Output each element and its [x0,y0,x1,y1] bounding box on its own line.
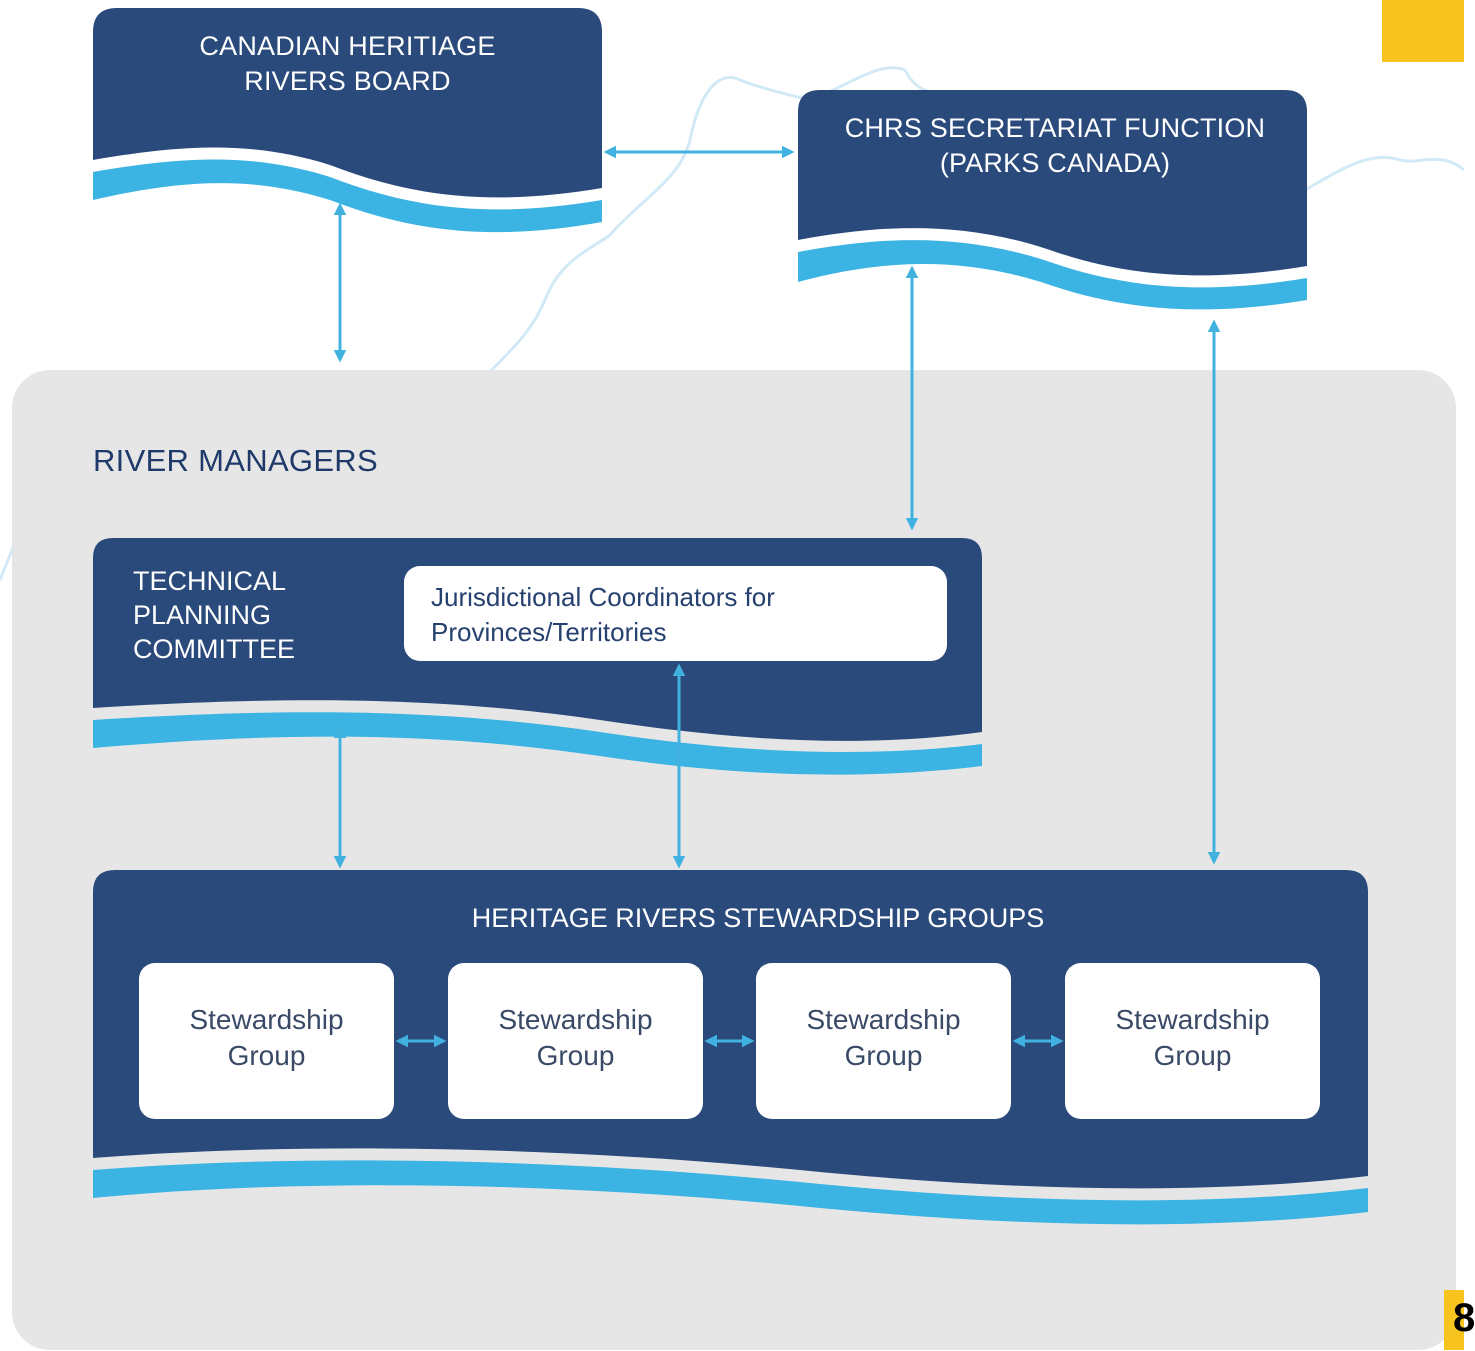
technical-committee-title: TECHNICAL PLANNING COMMITTEE [133,564,373,666]
secretariat-shape [798,90,1307,310]
stewardship-groups-title: HERITAGE RIVERS STEWARDSHIP GROUPS [471,903,1045,933]
stewardship-group-box: Stewardship Group [139,963,394,1119]
map-line-2 [488,233,611,374]
secretariat-title: CHRS SECRETARIAT FUNCTION (PARKS CANADA) [798,111,1312,181]
stewardship-group-line-1: Stewardship [498,1004,653,1035]
stewardship-group-line-2: Group [227,1040,306,1071]
board-wave [93,159,602,233]
stewardship-group-line-2: Group [536,1040,615,1071]
technical-committee-title-line-1: TECHNICAL [133,566,287,596]
board-shape [93,8,602,233]
board-title-line-1: CANADIAN HERITIAGE [199,31,496,61]
stewardship-box [93,870,1368,1189]
technical-committee-title-line-3: COMMITTEE [133,634,295,664]
stewardship-group-line-2: Group [844,1040,923,1071]
board-title-line-2: RIVERS BOARD [244,66,451,96]
secretariat-title-line-2: (PARKS CANADA) [939,148,1171,178]
map-line-3 [1304,155,1465,192]
page-number-tab [1444,1290,1464,1350]
jurisdictional-coordinators-box: Jurisdictional Coordinators for Province… [404,566,947,661]
stewardship-group-box: Stewardship Group [756,963,1011,1119]
technical-committee-title-line-2: PLANNING [133,600,272,630]
stewardship-group-line-2: Group [1153,1040,1232,1071]
stewardship-group-line-1: Stewardship [1115,1004,1270,1035]
board-title: CANADIAN HERITIAGE RIVERS BOARD [93,29,602,99]
page-number: 8 [1453,1296,1475,1340]
stewardship-wave [93,1160,1368,1225]
secretariat-title-line-1: CHRS SECRETARIAT FUNCTION [844,113,1266,143]
secretariat-box [798,90,1307,276]
corner-accent-tab [1382,0,1464,62]
stewardship-group-box: Stewardship Group [1065,963,1320,1119]
stewardship-group-line-1: Stewardship [189,1004,344,1035]
map-line-1 [608,66,951,236]
secretariat-wave [798,240,1307,310]
connector-arrows [333,145,1221,1048]
river-managers-label: RIVER MANAGERS [93,443,378,478]
coordinators-line-2: Provinces/Territories [431,617,667,647]
stewardship-group-line-1: Stewardship [806,1004,961,1035]
board-box [93,8,602,198]
coordinators-line-1: Jurisdictional Coordinators for [431,582,775,612]
technical-committee-wave [93,712,982,775]
stewardship-group-box: Stewardship Group [448,963,703,1119]
stewardship-shape [93,870,1368,1225]
background-map-lines [0,66,1465,581]
